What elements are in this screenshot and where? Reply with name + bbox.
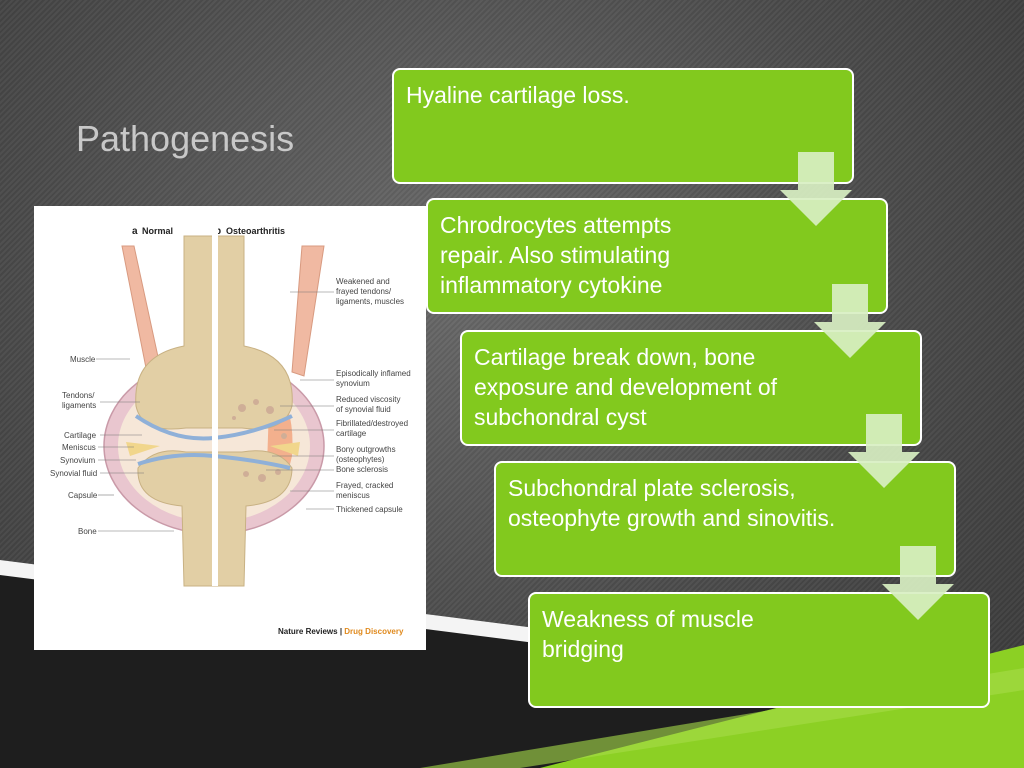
- figure-credit: Nature Reviews | Drug Discovery: [278, 627, 404, 636]
- panel-b-letter: b: [215, 226, 221, 237]
- panel-a-title: Normal: [142, 226, 173, 236]
- label-meniscus: Meniscus: [62, 443, 96, 452]
- svg-text:(osteophytes): (osteophytes): [336, 455, 385, 464]
- label-reduced-viscosity: Reduced viscosity: [336, 395, 400, 404]
- label-synovial-fluid: Synovial fluid: [50, 469, 97, 478]
- label-tendons: Tendons/: [62, 391, 95, 400]
- step-4-text: Subchondral plate sclerosis, osteophyte …: [508, 475, 836, 531]
- panel-a-letter: a: [132, 226, 138, 237]
- step-2-text: Chrodrocytes attempts repair. Also stimu…: [440, 212, 672, 298]
- knee-diagram: a Normal b Osteoarthritis Muscle: [34, 206, 426, 650]
- label-synovium: Synovium: [60, 456, 95, 465]
- down-arrow-icon-3: [848, 414, 920, 488]
- svg-text:meniscus: meniscus: [336, 491, 370, 500]
- label-bony-outgrowths: Bony outgrowths: [336, 445, 396, 454]
- label-tendons-2: ligaments: [62, 401, 96, 410]
- label-weakened: Weakened and: [336, 277, 390, 286]
- down-arrow-icon-1: [780, 152, 852, 226]
- step-3-box: Cartilage break down, bone exposure and …: [460, 330, 922, 446]
- svg-text:of synovial fluid: of synovial fluid: [336, 405, 391, 414]
- label-bone: Bone: [78, 527, 97, 536]
- svg-text:frayed tendons/: frayed tendons/: [336, 287, 392, 296]
- label-capsule: Capsule: [68, 491, 98, 500]
- step-1-box: Hyaline cartilage loss.: [392, 68, 854, 184]
- label-bone-sclerosis: Bone sclerosis: [336, 465, 388, 474]
- label-fibrillated: Fibrillated/destroyed: [336, 419, 408, 428]
- label-frayed-meniscus: Frayed, cracked: [336, 481, 393, 490]
- label-thickened-capsule: Thickened capsule: [336, 505, 403, 514]
- step-5-text: Weakness of muscle bridging: [542, 606, 754, 662]
- down-arrow-icon-2: [814, 284, 886, 358]
- down-arrow-icon-4: [882, 546, 954, 620]
- svg-text:synovium: synovium: [336, 379, 370, 388]
- step-4-box: Subchondral plate sclerosis, osteophyte …: [494, 461, 956, 577]
- svg-text:ligaments, muscles: ligaments, muscles: [336, 297, 404, 306]
- step-1-text: Hyaline cartilage loss.: [406, 82, 630, 108]
- step-3-text: Cartilage break down, bone exposure and …: [474, 344, 778, 430]
- svg-text:cartilage: cartilage: [336, 429, 367, 438]
- label-muscle: Muscle: [70, 355, 96, 364]
- slide-title: Pathogenesis: [76, 118, 295, 159]
- step-2-box: Chrodrocytes attempts repair. Also stimu…: [426, 198, 888, 314]
- panel-b-title: Osteoarthritis: [226, 226, 285, 236]
- label-cartilage: Cartilage: [64, 431, 97, 440]
- label-inflamed-synovium: Episodically inflamed: [336, 369, 411, 378]
